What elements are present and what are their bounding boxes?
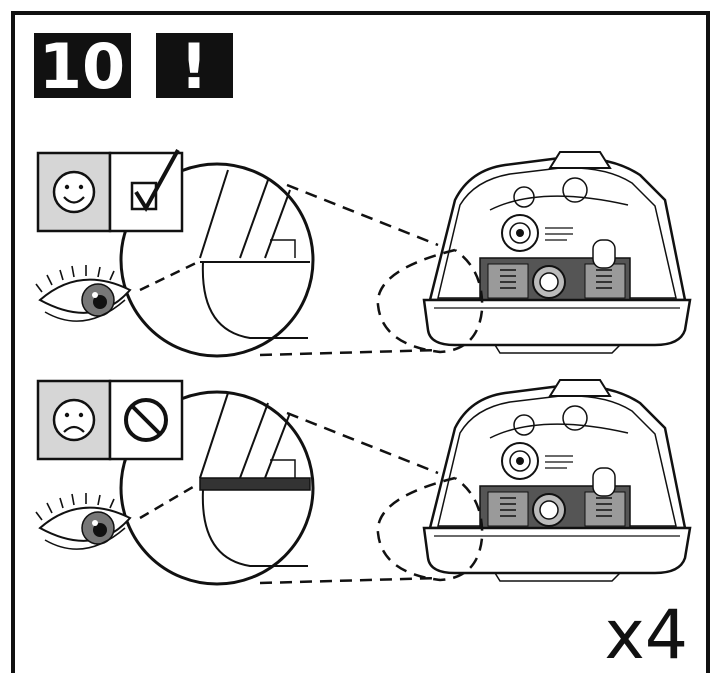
quantity-multiplier: x4 — [604, 596, 688, 673]
warning-badge: ! — [156, 30, 233, 103]
sad-face-icon — [52, 398, 96, 442]
step-number: 10 — [39, 30, 125, 103]
page-frame — [11, 11, 710, 673]
step-number-badge: 10 — [34, 30, 131, 103]
prohibited-icon — [124, 398, 168, 442]
warning-symbol: ! — [180, 30, 208, 103]
detail-callout-area — [376, 476, 484, 582]
eye-icon — [35, 264, 131, 323]
correct-panel — [35, 149, 692, 358]
smiley-face-icon — [52, 170, 96, 214]
eye-icon — [35, 492, 131, 551]
detail-callout-area — [376, 248, 484, 354]
device-drawing-incorrect — [422, 378, 692, 583]
device-drawing-correct — [422, 150, 692, 355]
checkbox-checked-icon — [130, 149, 180, 212]
incorrect-panel — [35, 378, 692, 586]
